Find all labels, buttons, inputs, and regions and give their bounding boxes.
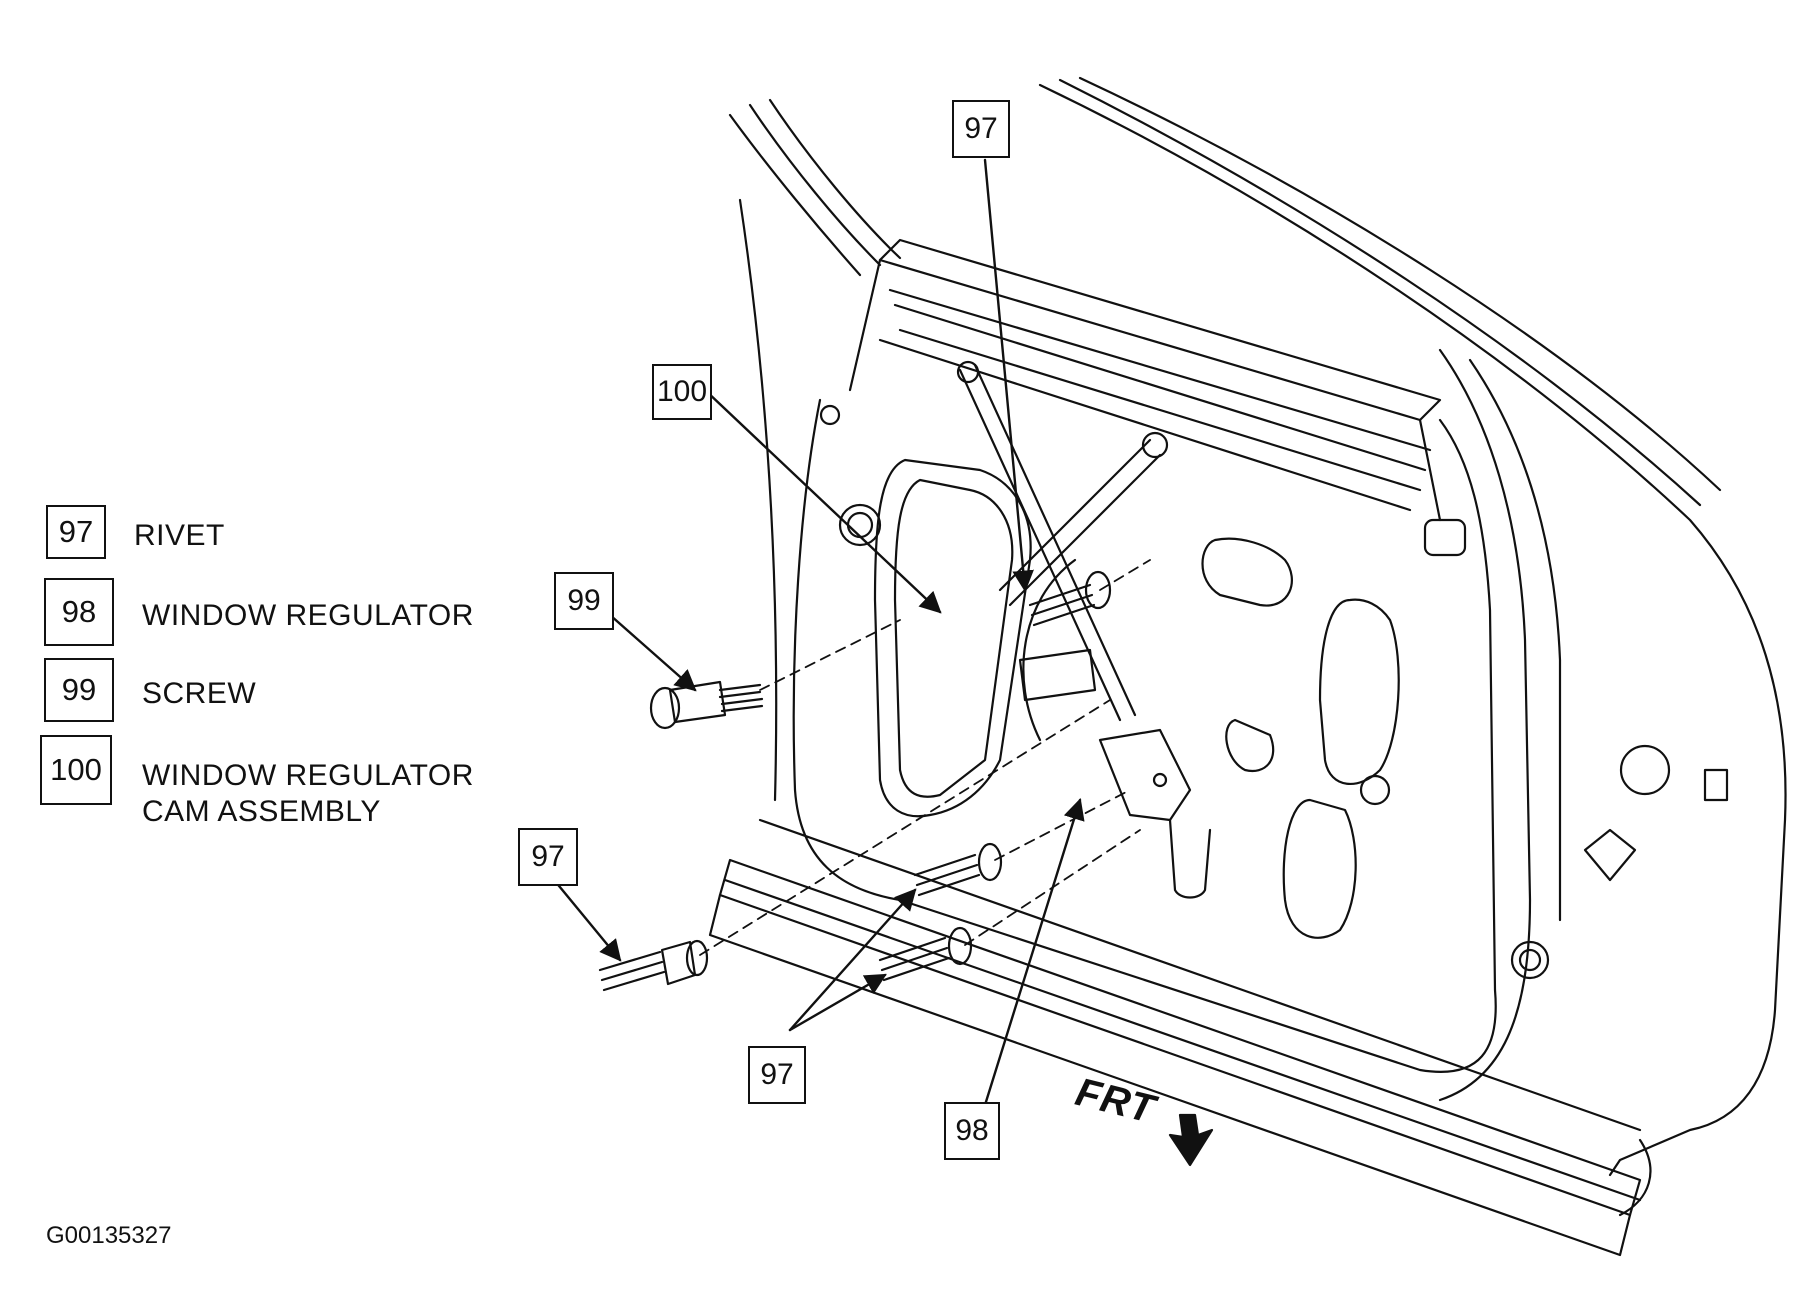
window-regulator-mechanism [956,360,1212,899]
rivet-left [598,939,709,992]
legend-number-100: 100 [40,735,112,805]
inner-panel [792,238,1497,1073]
rivet-top [1028,570,1112,627]
legend-number-98: 98 [44,578,114,646]
legend-label-screw: SCREW [142,677,257,710]
legend-label-window-regulator-cam: WINDOW REGULATOR [142,759,474,792]
callout-99: 99 [554,572,614,630]
figure-id: G00135327 [46,1222,172,1249]
callout-97-left: 97 [518,828,578,886]
legend-label-cam-assembly: CAM ASSEMBLY [142,795,381,828]
callout-98: 98 [944,1102,1000,1160]
fasteners [598,570,1112,992]
rivet-lower-1 [913,842,1003,897]
legend-number-97: 97 [46,505,106,559]
screw-99 [649,680,764,730]
callout-100: 100 [652,364,712,420]
rivet-lower-2 [878,926,973,982]
access-openings [819,404,1729,980]
front-direction-arrow [1168,1113,1214,1167]
legend-label-window-regulator: WINDOW REGULATOR [142,599,474,632]
legend-number-99: 99 [44,658,114,722]
leader-lines [548,158,1085,1107]
door-outer-shell [728,76,1787,1217]
legend-label-rivet: RIVET [134,519,225,552]
callout-97-top: 97 [952,100,1010,158]
callout-97-bottom: 97 [748,1046,806,1104]
